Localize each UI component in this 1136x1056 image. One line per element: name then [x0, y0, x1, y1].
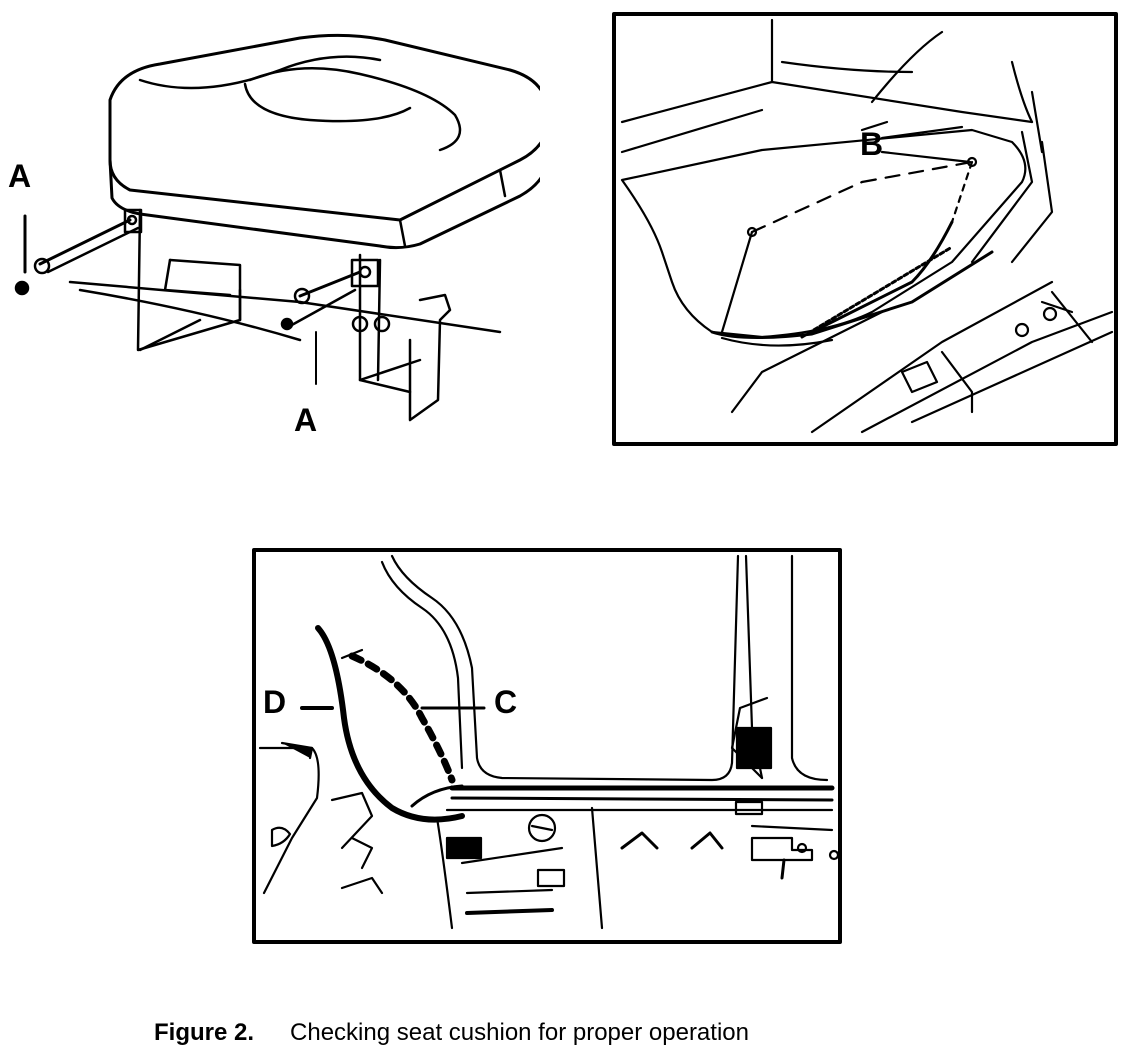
panel-frame	[612, 12, 1118, 446]
callout-label-c: C	[494, 684, 518, 720]
seat-cushion-illustration	[0, 20, 540, 450]
figure-caption-text: Checking seat cushion for proper operati…	[290, 1019, 749, 1046]
floor-screws-illustration	[612, 12, 1118, 446]
callout-label-d: D	[263, 684, 287, 720]
seat-cushion-front	[108, 158, 540, 250]
callout-label-b: B	[860, 126, 884, 162]
callout-label-a: A	[294, 402, 318, 438]
seat-cushion-top	[108, 33, 540, 222]
wheelhouse-illustration	[252, 548, 842, 944]
floor-plug	[445, 836, 483, 860]
bolt-left	[38, 218, 132, 266]
callout-label-a: A	[8, 158, 32, 194]
vent-grille	[735, 726, 773, 770]
seat-frame	[136, 208, 242, 352]
edge-c-dashed	[348, 652, 456, 784]
figure-caption: Figure 2. Checking seat cushion for prope…	[154, 1019, 749, 1047]
bolt-right	[298, 270, 362, 298]
edge-d-solid	[315, 625, 465, 823]
figure-number: Figure 2.	[154, 1019, 255, 1046]
panel-frame	[252, 548, 842, 944]
